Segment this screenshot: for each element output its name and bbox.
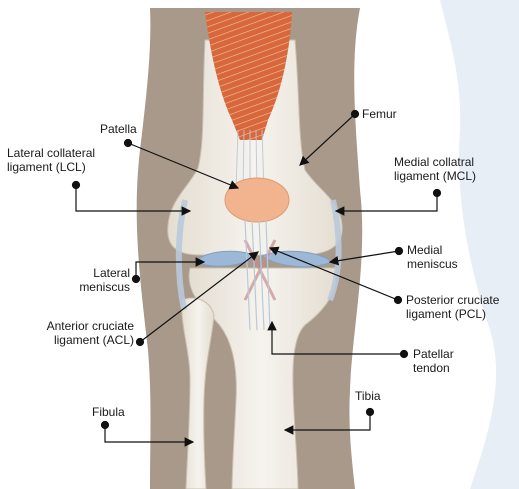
quadriceps-muscle: [205, 12, 292, 140]
label-lcl: Lateral collateral ligament (LCL): [7, 146, 96, 174]
label-lateral-meniscus: Lateral meniscus: [79, 266, 130, 294]
label-medial-meniscus: Medial meniscus: [407, 243, 458, 271]
leader-lines: [71, 109, 442, 447]
patellar-tendon-shape: [244, 219, 271, 331]
label-patellar-tendon: Patellar tendon: [413, 347, 454, 375]
label-tibia: Tibia: [355, 389, 381, 403]
tibia-bone: [188, 267, 337, 489]
label-mcl: Medial collatral ligament (MCL): [394, 155, 477, 183]
label-acl: Anterior cruciate ligament (ACL): [46, 319, 134, 347]
background-panel: [440, 0, 519, 489]
label-patella: Patella: [100, 122, 137, 136]
label-femur: Femur: [362, 107, 397, 121]
label-fibula: Fibula: [92, 405, 125, 419]
label-pcl: Posterior cruciate ligament (PCL): [406, 293, 500, 321]
patella-bone: [224, 177, 290, 223]
